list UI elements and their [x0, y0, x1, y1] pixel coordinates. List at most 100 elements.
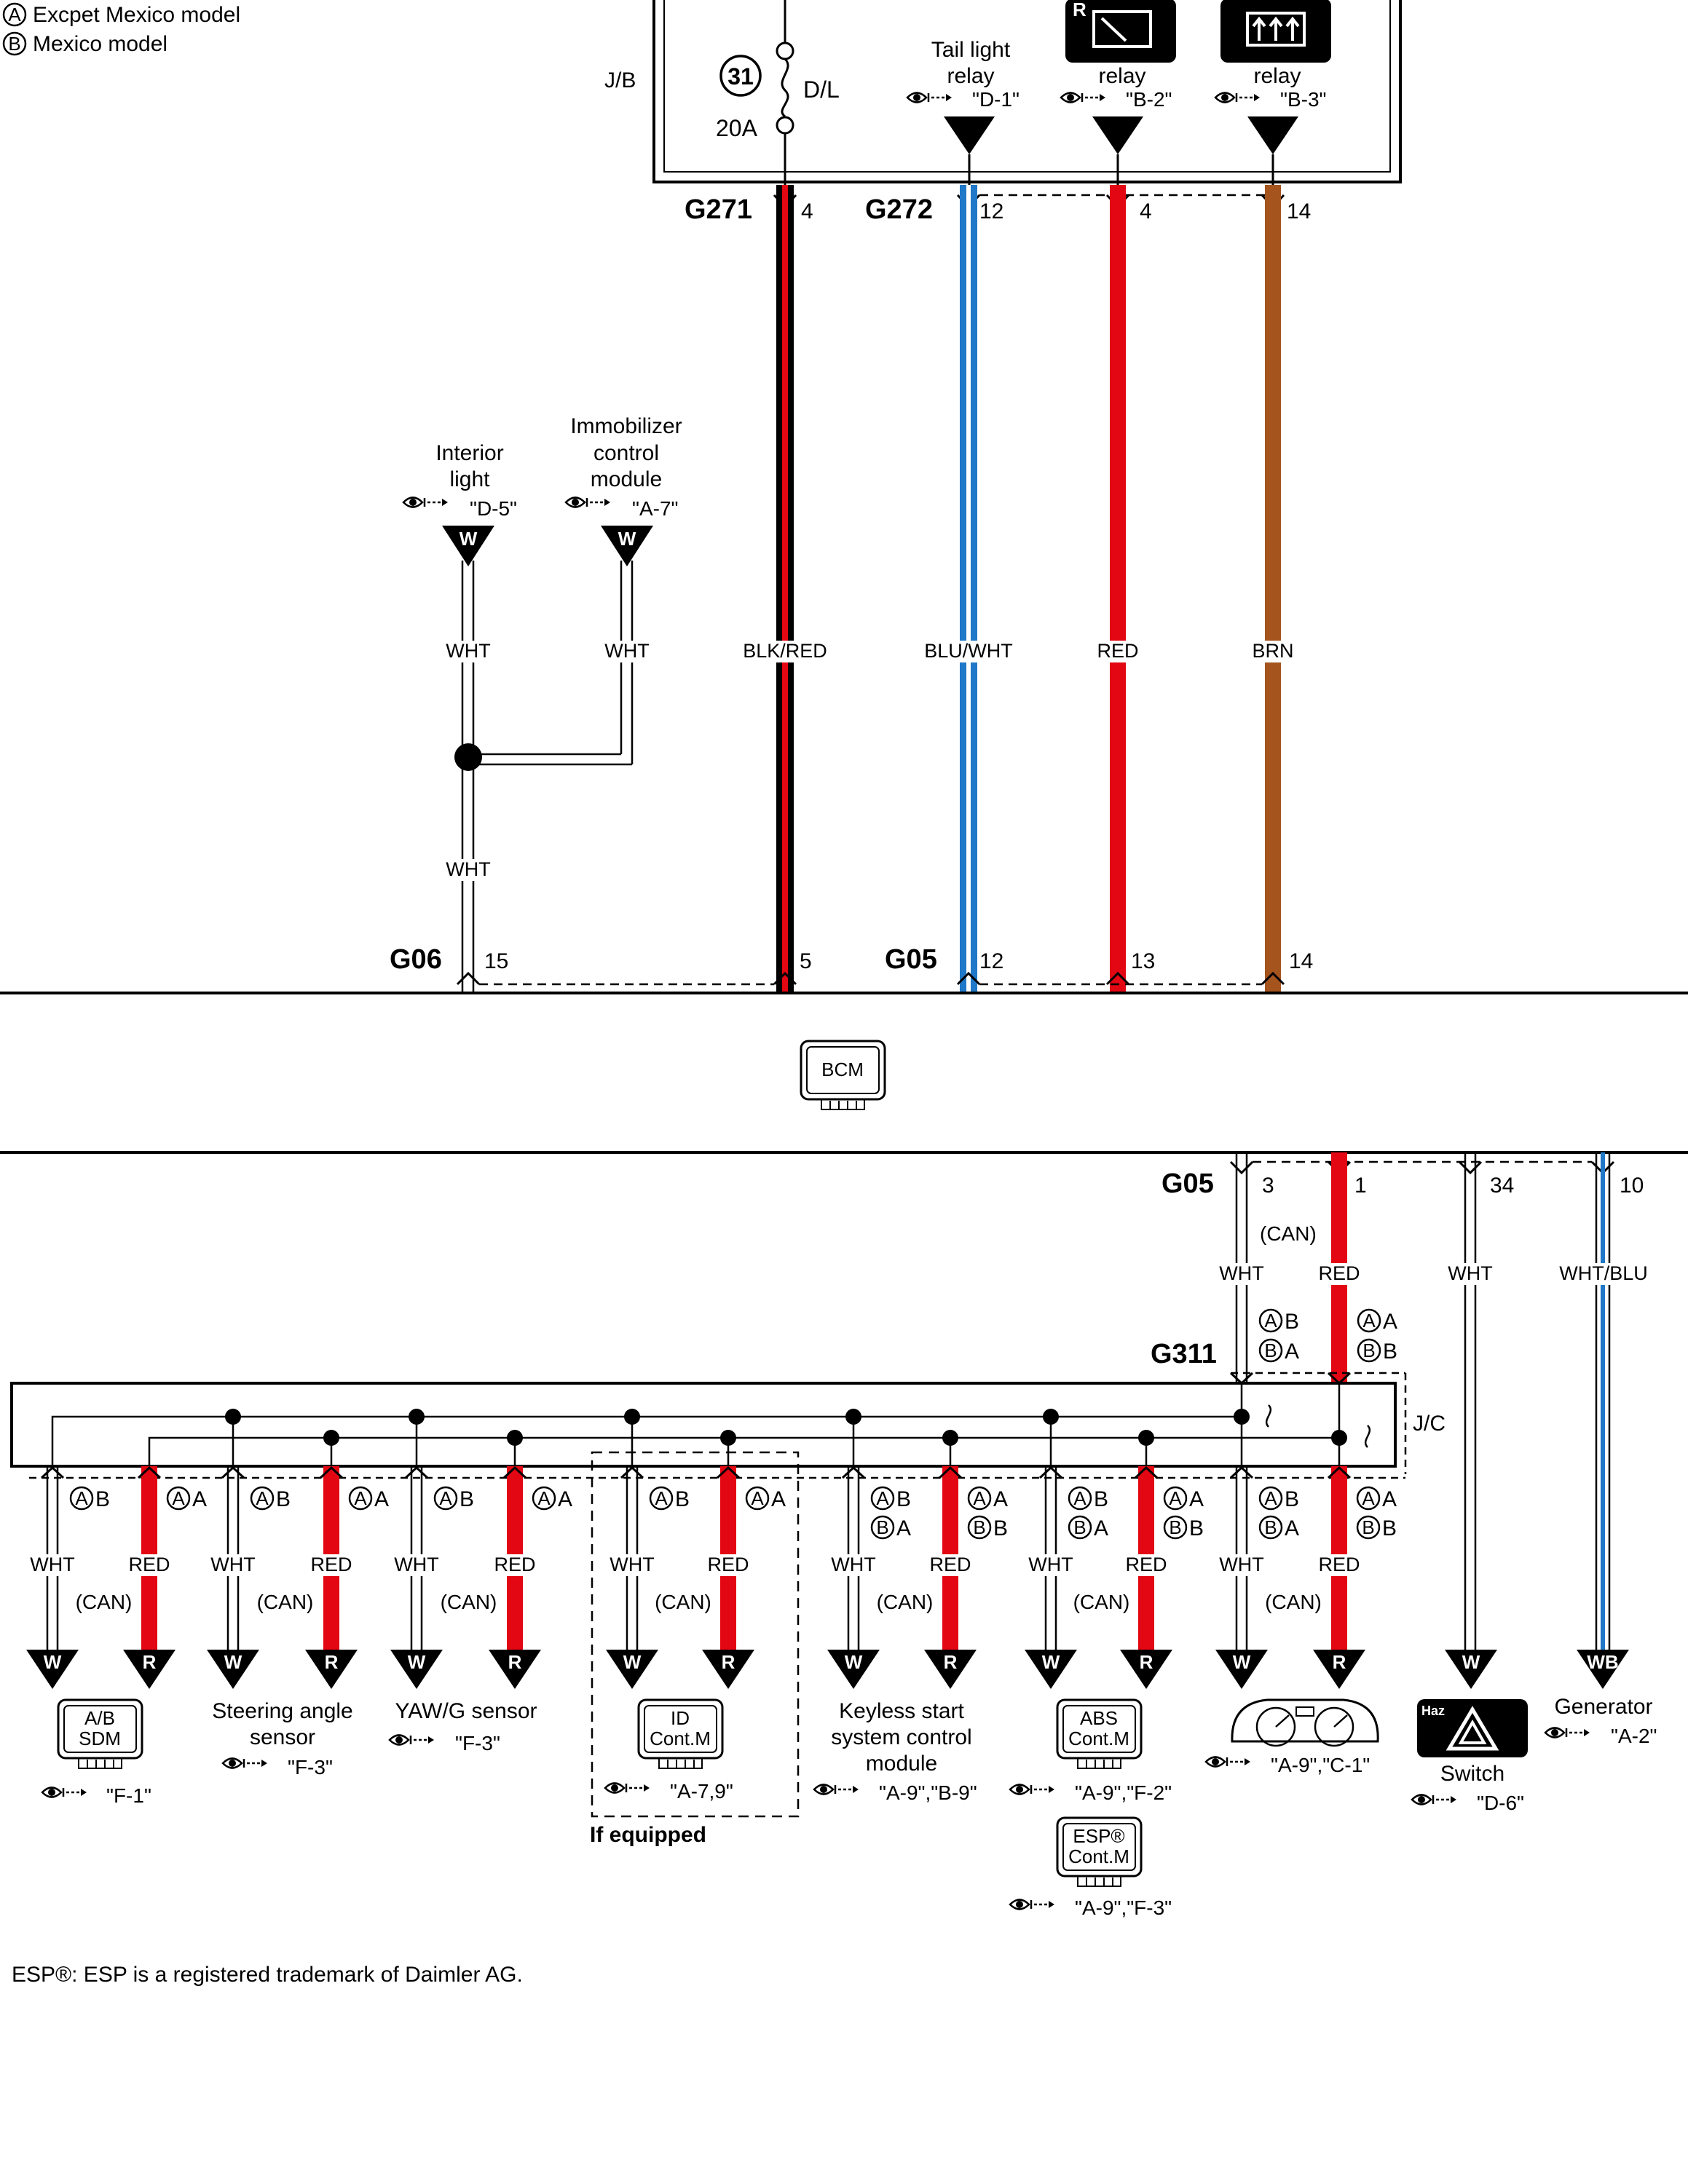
- bcm-box: BCM: [800, 1040, 886, 1110]
- svg-text:Haz: Haz: [1421, 1704, 1445, 1718]
- svg-text:A: A: [993, 1487, 1008, 1511]
- svg-text:ESP®: ESP®: [1073, 1825, 1124, 1847]
- svg-text:"A-2": "A-2": [1611, 1725, 1657, 1747]
- svg-text:"A-9","F-2": "A-9","F-2": [1075, 1781, 1172, 1804]
- svg-text:A: A: [1362, 1310, 1376, 1332]
- svg-text:A: A: [172, 1487, 185, 1509]
- module-generator: Generator "A-2": [1544, 1695, 1657, 1747]
- junction-block: J/B 31 D/L 20A Tail light relay "D-1" R …: [604, 0, 1402, 185]
- svg-text:(CAN): (CAN): [1260, 1222, 1317, 1245]
- svg-text:G05: G05: [1162, 1168, 1214, 1199]
- connector-g311: G311: [1151, 1339, 1407, 1474]
- wire-label-wht: WHT: [610, 1554, 654, 1575]
- svg-text:R: R: [325, 1651, 339, 1673]
- svg-text:A: A: [1189, 1487, 1204, 1511]
- svg-text:R: R: [722, 1651, 735, 1673]
- eye-icon: [221, 1757, 269, 1769]
- svg-text:A: A: [1382, 1487, 1397, 1511]
- svg-text:B: B: [675, 1487, 690, 1511]
- svg-text:relay: relay: [947, 64, 994, 88]
- svg-text:relay: relay: [1098, 64, 1145, 88]
- svg-text:31: 31: [727, 63, 754, 90]
- svg-text:A: A: [876, 1487, 889, 1509]
- wire-label-wht: WHT: [210, 1554, 255, 1575]
- svg-text:YAW/G sensor: YAW/G sensor: [395, 1699, 537, 1723]
- generator-wire-terminal: [1577, 1650, 1629, 1689]
- svg-text:R: R: [944, 1651, 958, 1673]
- svg-text:G05: G05: [885, 944, 937, 975]
- footnote: ESP®: ESP is a registered trademark of D…: [12, 1963, 523, 1987]
- terminal-r: [924, 1650, 977, 1689]
- meter-icon: [1231, 1698, 1379, 1747]
- svg-text:WHT: WHT: [446, 858, 490, 880]
- rear-defogger-relay: relay "B-3": [1214, 0, 1331, 185]
- svg-text:12: 12: [979, 199, 1003, 223]
- svg-text:A: A: [1285, 1340, 1299, 1364]
- terminal-w: [390, 1650, 443, 1689]
- legend-b-text: Mexico model: [33, 32, 167, 56]
- terminal-r: [305, 1650, 358, 1689]
- switch-wire-terminal: [1445, 1650, 1497, 1689]
- wiper-icon: [1092, 10, 1152, 48]
- svg-text:A: A: [655, 1487, 668, 1509]
- joint-connector: J/C: [10, 1382, 1446, 1479]
- fuse-31: 31 D/L 20A: [716, 0, 840, 185]
- svg-text:B: B: [1189, 1516, 1204, 1540]
- svg-text:B: B: [1362, 1340, 1375, 1361]
- eye-icon: [41, 1787, 88, 1798]
- can-label: (CAN): [441, 1591, 497, 1613]
- svg-text:G06: G06: [390, 944, 442, 975]
- svg-text:12: 12: [979, 949, 1003, 973]
- svg-text:Keyless start: Keyless start: [839, 1699, 964, 1723]
- svg-text:A: A: [1264, 1487, 1277, 1509]
- svg-text:W: W: [460, 528, 478, 550]
- eye-icon: [1214, 92, 1261, 103]
- terminal-w: [26, 1650, 79, 1689]
- svg-text:module: module: [866, 1752, 937, 1776]
- terminal-r: [1120, 1650, 1172, 1689]
- svg-text:WHT: WHT: [1448, 1262, 1492, 1284]
- svg-text:14: 14: [1287, 199, 1311, 223]
- svg-text:"A-9","C-1": "A-9","C-1": [1271, 1754, 1370, 1776]
- svg-text:"A-7,9": "A-7,9": [670, 1780, 733, 1803]
- eye-icon: [388, 1734, 435, 1746]
- svg-text:13: 13: [1131, 949, 1155, 973]
- svg-text:"D-1": "D-1": [972, 88, 1019, 111]
- svg-text:1: 1: [1354, 1174, 1367, 1198]
- svg-text:20A: 20A: [716, 115, 758, 141]
- svg-text:A: A: [1383, 1310, 1397, 1334]
- wire-label-red: RED: [929, 1554, 971, 1575]
- eye-icon: [906, 92, 953, 103]
- svg-text:Tail light: Tail light: [931, 38, 1011, 62]
- svg-text:A: A: [558, 1487, 572, 1511]
- splice-point: [454, 743, 482, 771]
- wire-label-wht: WHT: [831, 1554, 875, 1575]
- svg-text:Immobilizer: Immobilizer: [570, 414, 682, 438]
- eye-icon: [1060, 92, 1107, 103]
- terminal-w: [606, 1650, 658, 1689]
- wire-label-red: RED: [494, 1554, 535, 1575]
- svg-text:W: W: [224, 1651, 242, 1673]
- svg-text:R: R: [1140, 1651, 1153, 1673]
- svg-text:If equipped: If equipped: [590, 1823, 706, 1847]
- can-label: (CAN): [1265, 1591, 1322, 1613]
- wire-label-wht: WHT: [394, 1554, 438, 1575]
- module-steering-angle-sensor: Steering angle sensor "F-3": [212, 1699, 352, 1779]
- terminal-w: [1025, 1650, 1077, 1689]
- wire-label-red: RED: [1125, 1554, 1167, 1575]
- eye-icon: [1009, 1899, 1056, 1910]
- svg-text:3: 3: [1262, 1174, 1274, 1198]
- connector-g271: G271 4: [685, 194, 813, 225]
- svg-text:Switch: Switch: [1440, 1762, 1504, 1786]
- can-label: (CAN): [257, 1591, 314, 1613]
- svg-text:4: 4: [801, 199, 813, 223]
- tail-light-relay: Tail light relay "D-1": [906, 38, 1019, 185]
- svg-text:W: W: [44, 1651, 62, 1673]
- connector-g05-lower: G05 3 1 34 10: [1162, 1160, 1644, 1199]
- svg-text:B: B: [95, 1487, 110, 1511]
- svg-text:"A-7": "A-7": [632, 497, 678, 520]
- wire-label-wht: WHT: [1219, 1554, 1263, 1575]
